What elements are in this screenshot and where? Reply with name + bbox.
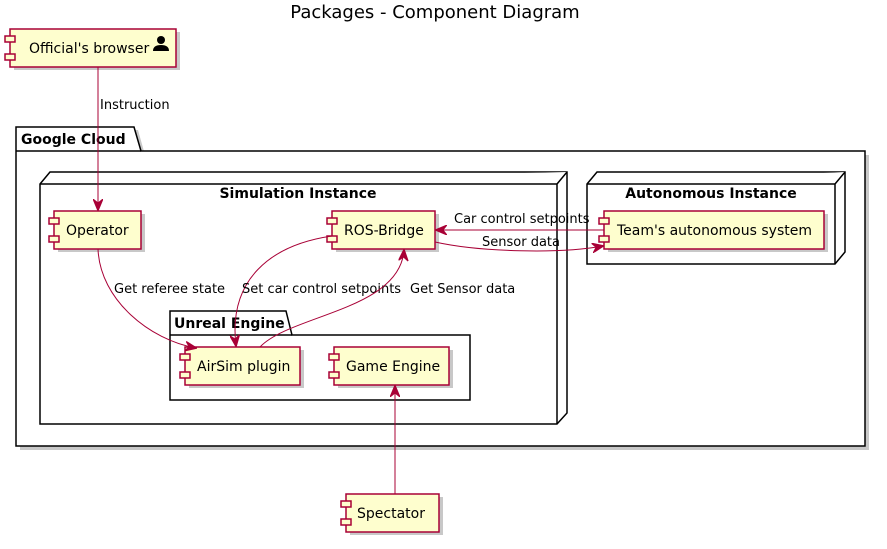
component-label-operator: Operator	[66, 223, 129, 239]
component-label-airsim-plugin: AirSim plugin	[197, 359, 290, 375]
node-label-simulation-instance: Simulation Instance	[219, 186, 376, 202]
component-label-spectator: Spectator	[357, 506, 425, 522]
component-label-officials-browser: Official's browser	[29, 41, 149, 57]
package-label-unreal-engine: Unreal Engine	[174, 316, 285, 332]
component-airsim-plugin[interactable]: AirSim plugin	[179, 346, 304, 388]
edge-label-get-referee-state: Get referee state	[114, 282, 225, 297]
diagram-title: Packages - Component Diagram	[290, 2, 579, 23]
component-teams-autonomous-system[interactable]: Team's autonomous system	[598, 210, 828, 252]
edge-label-get-sensor-data: Get Sensor data	[410, 282, 515, 297]
component-ros-bridge[interactable]: ROS-Bridge	[326, 210, 439, 252]
component-label-ros-bridge: ROS-Bridge	[344, 223, 424, 239]
node-label-autonomous-instance: Autonomous Instance	[625, 186, 797, 202]
edge-get-sensor-data: Get Sensor data	[259, 250, 515, 348]
edge-label-car-control-setpoints: Car control setpoints	[454, 212, 590, 227]
component-officials-browser[interactable]: Official's browser	[4, 28, 180, 70]
person-icon	[153, 36, 169, 51]
edge-instruction: Instruction	[98, 67, 170, 210]
component-spectator[interactable]: Spectator	[340, 493, 443, 535]
edge-car-control-setpoints: Car control setpoints	[436, 212, 604, 230]
component-label-game-engine: Game Engine	[346, 359, 440, 375]
edge-get-referee-state: Get referee state	[97, 248, 225, 348]
component-operator[interactable]: Operator	[48, 210, 145, 252]
edge-label-sensor-data: Sensor data	[482, 235, 560, 250]
edge-set-car-control-setpoints: Set car control setpoints	[235, 235, 401, 346]
component-game-engine[interactable]: Game Engine	[328, 346, 453, 388]
edge-label-set-car-control-setpoints: Set car control setpoints	[242, 282, 401, 297]
edge-label-instruction: Instruction	[100, 98, 170, 113]
component-label-teams-autonomous-system: Team's autonomous system	[616, 223, 812, 239]
package-label-google-cloud: Google Cloud	[21, 132, 126, 148]
edge-sensor-data: Sensor data	[434, 235, 603, 251]
